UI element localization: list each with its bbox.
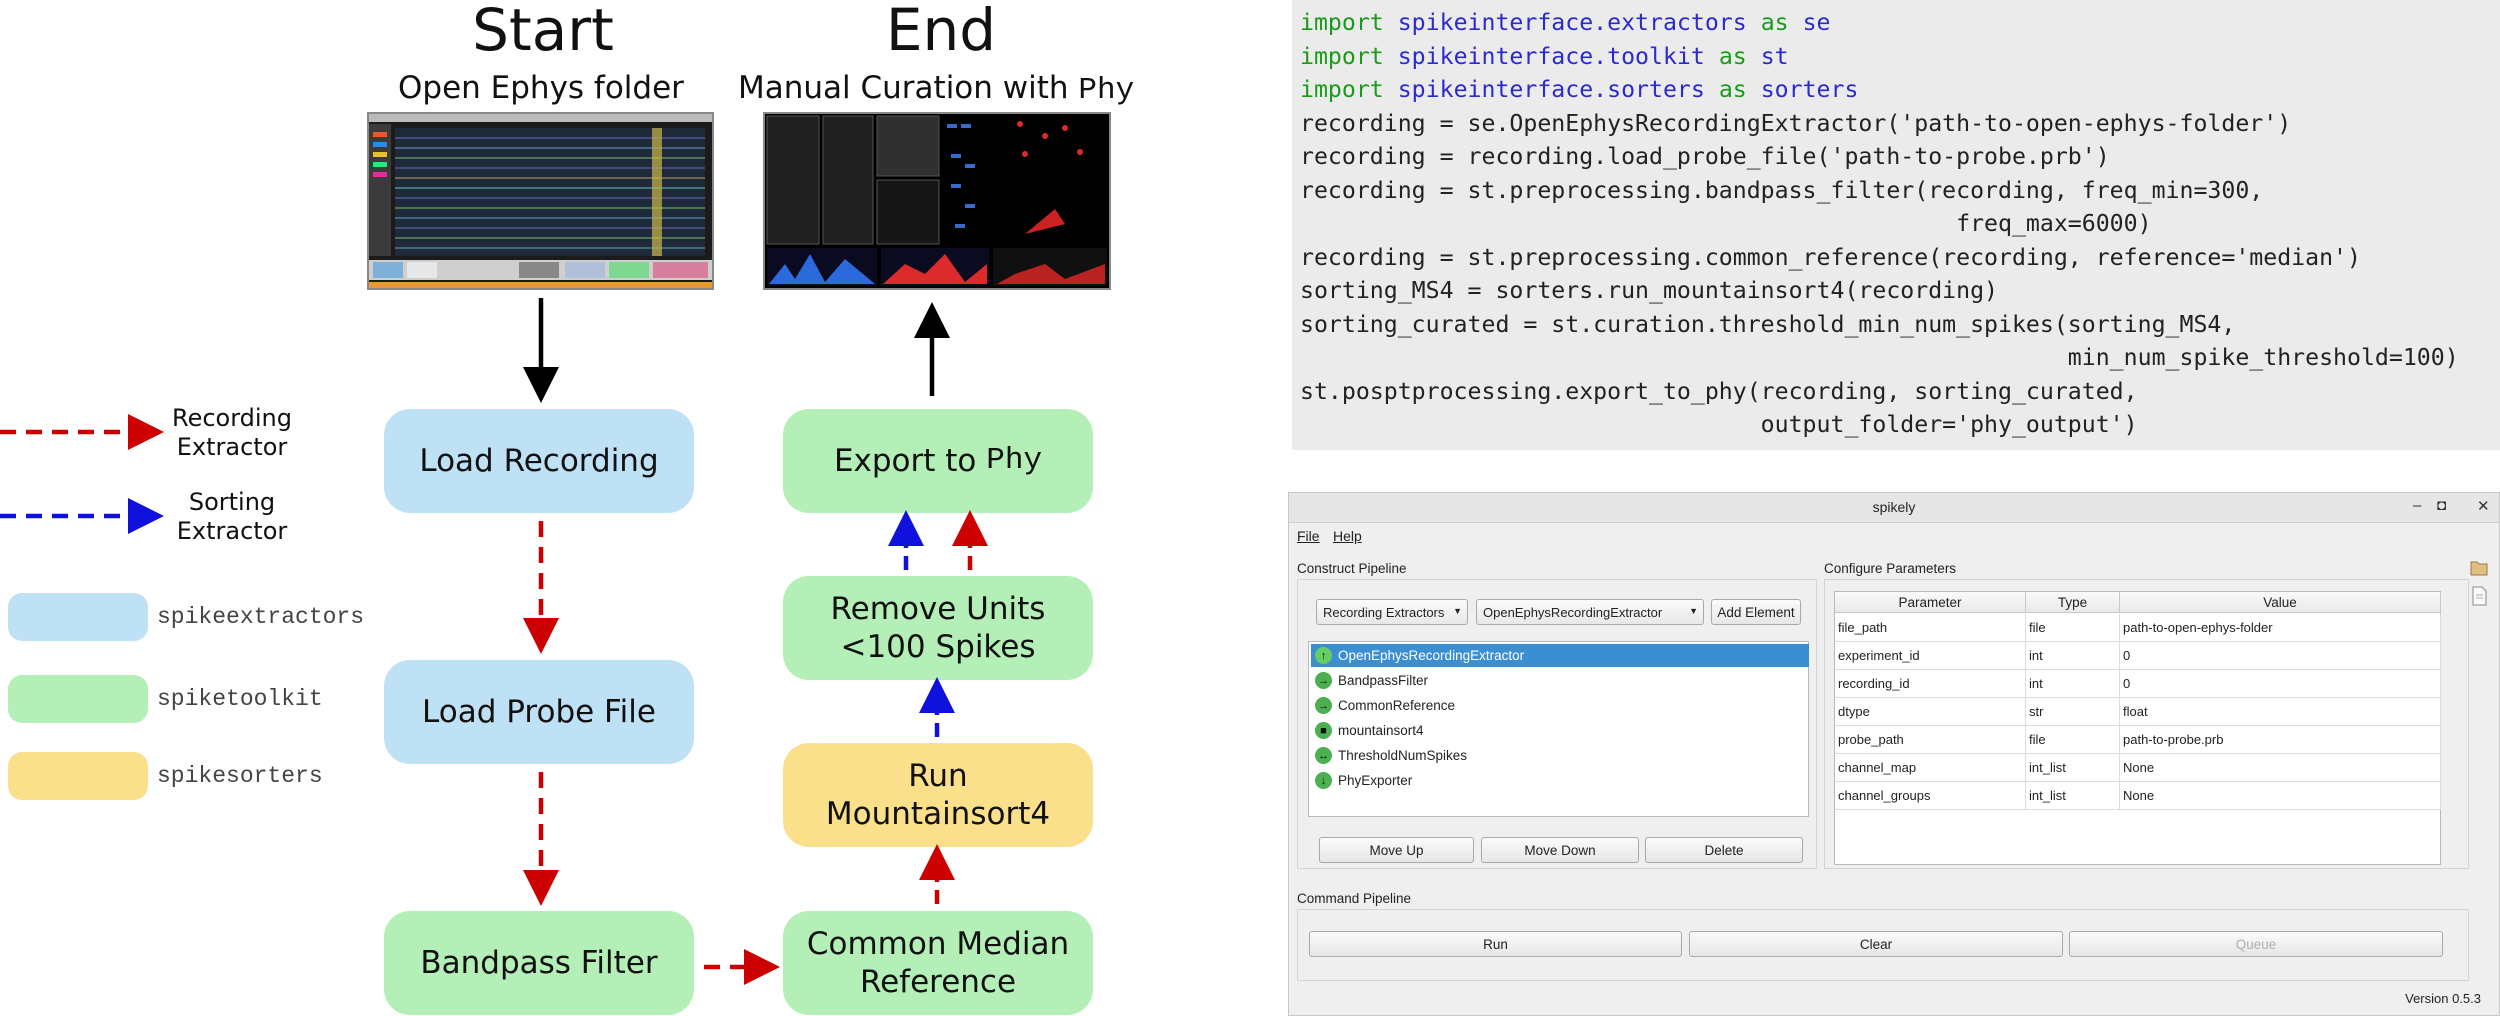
menu-help[interactable]: Help <box>1333 528 1362 544</box>
col-parameter[interactable]: Parameter <box>1835 592 2026 613</box>
param-value[interactable]: path-to-open-ephys-folder <box>2120 614 2441 642</box>
version-label: Version 0.5.3 <box>2405 991 2481 1006</box>
diagram-arrows <box>0 298 988 985</box>
param-type: int_list <box>2026 782 2120 810</box>
pipeline-item-commonref[interactable]: →CommonReference <box>1311 694 1809 717</box>
preprocessor-icon: → <box>1315 672 1332 689</box>
code-block: import spikeinterface.extractors as se i… <box>1300 9 2459 438</box>
legend-spikesorters-swatch <box>8 752 148 800</box>
command-pipeline-label: Command Pipeline <box>1297 891 1412 906</box>
code-panel: import spikeinterface.extractors as se i… <box>1292 0 2500 450</box>
pipeline-item-bandpass[interactable]: →BandpassFilter <box>1311 669 1809 692</box>
param-value[interactable]: 0 <box>2120 642 2441 670</box>
construct-pipeline-label: Construct Pipeline <box>1297 561 1407 576</box>
col-type[interactable]: Type <box>2026 592 2120 613</box>
param-name: probe_path <box>1835 726 2026 754</box>
bandpass-filter-box: Bandpass Filter <box>384 911 694 1015</box>
move-up-button[interactable]: Move Up <box>1319 837 1474 863</box>
param-value[interactable]: path-to-probe.prb <box>2120 726 2441 754</box>
legend-spikeextractors-label: spikeextractors <box>157 604 365 630</box>
maximize-icon[interactable]: ◘ <box>2437 497 2447 514</box>
phy-screenshot <box>763 112 1111 290</box>
pipeline-item-mountainsort4[interactable]: ■mountainsort4 <box>1311 719 1809 742</box>
param-name: experiment_id <box>1835 642 2026 670</box>
spikely-window: spikely – ◘ ✕ File Help Construct Pipeli… <box>1288 492 2500 1016</box>
configure-parameters-label: Configure Parameters <box>1824 561 1957 576</box>
param-name: file_path <box>1835 614 2026 642</box>
open-folder-icon[interactable] <box>2469 557 2489 579</box>
start-title: Start <box>472 0 614 64</box>
window-title: spikely <box>1872 499 1916 515</box>
param-name: recording_id <box>1835 670 2026 698</box>
curator-icon: ↔ <box>1315 747 1332 764</box>
param-value[interactable]: float <box>2120 698 2441 726</box>
pipeline-item-phyexporter[interactable]: ↓PhyExporter <box>1311 769 1809 792</box>
start-subtitle: Open Ephys folder <box>398 70 684 106</box>
menu-file[interactable]: File <box>1297 528 1320 544</box>
remove-units-box: Remove Units<100 Spikes <box>783 576 1093 680</box>
legend-spikesorters-label: spikesorters <box>157 763 323 789</box>
close-icon[interactable]: ✕ <box>2477 498 2490 515</box>
source-icon: ↑ <box>1315 647 1332 664</box>
category-combo[interactable]: Recording Extractors▼ <box>1316 599 1468 625</box>
delete-button[interactable]: Delete <box>1645 837 1803 863</box>
move-down-button[interactable]: Move Down <box>1481 837 1639 863</box>
title-bar: spikely – ◘ ✕ <box>1289 493 2499 523</box>
param-type: file <box>2026 614 2120 642</box>
param-name: channel_map <box>1835 754 2026 782</box>
sorter-icon: ■ <box>1315 722 1332 739</box>
param-value[interactable]: None <box>2120 782 2441 810</box>
param-value[interactable]: 0 <box>2120 670 2441 698</box>
clear-button[interactable]: Clear <box>1689 931 2063 957</box>
col-value[interactable]: Value <box>2120 592 2441 613</box>
param-type: int <box>2026 670 2120 698</box>
element-combo[interactable]: OpenEphysRecordingExtractor▼ <box>1476 599 1704 625</box>
end-title: End <box>885 0 997 64</box>
param-type: str <box>2026 698 2120 726</box>
minimize-icon[interactable]: – <box>2413 497 2422 514</box>
param-type: int_list <box>2026 754 2120 782</box>
sink-icon: ↓ <box>1315 772 1332 789</box>
run-button[interactable]: Run <box>1309 931 1682 957</box>
param-name: channel_groups <box>1835 782 2026 810</box>
load-recording-box: Load Recording <box>384 409 694 513</box>
pipeline-item-thresholdnumspikes[interactable]: ↔ThresholdNumSpikes <box>1311 744 1809 767</box>
pipeline-list[interactable]: ↑OpenEphysRecordingExtractor →BandpassFi… <box>1308 641 1809 817</box>
param-type: int <box>2026 642 2120 670</box>
legend-spiketoolkit-label: spiketoolkit <box>157 686 323 712</box>
param-name: dtype <box>1835 698 2026 726</box>
load-probe-box: Load Probe File <box>384 660 694 764</box>
export-to-phy-box: Export to Phy <box>783 409 1093 513</box>
end-subtitle: Manual Curation with Phy <box>738 70 1135 108</box>
new-file-icon[interactable] <box>2469 585 2489 607</box>
open-ephys-screenshot <box>367 112 714 290</box>
pipeline-item-openephys[interactable]: ↑OpenEphysRecordingExtractor <box>1311 644 1809 667</box>
param-type: file <box>2026 726 2120 754</box>
queue-button[interactable]: Queue <box>2069 931 2443 957</box>
add-element-button[interactable]: Add Element <box>1711 599 1801 625</box>
legend-spikeextractors-swatch <box>8 593 148 641</box>
param-value[interactable]: None <box>2120 754 2441 782</box>
menu-bar: File Help <box>1289 524 2499 548</box>
parameter-table: Parameter Type Value file_path file path… <box>1834 591 2441 865</box>
preprocessor-icon: → <box>1315 697 1332 714</box>
legend-spiketoolkit-swatch <box>8 675 148 723</box>
